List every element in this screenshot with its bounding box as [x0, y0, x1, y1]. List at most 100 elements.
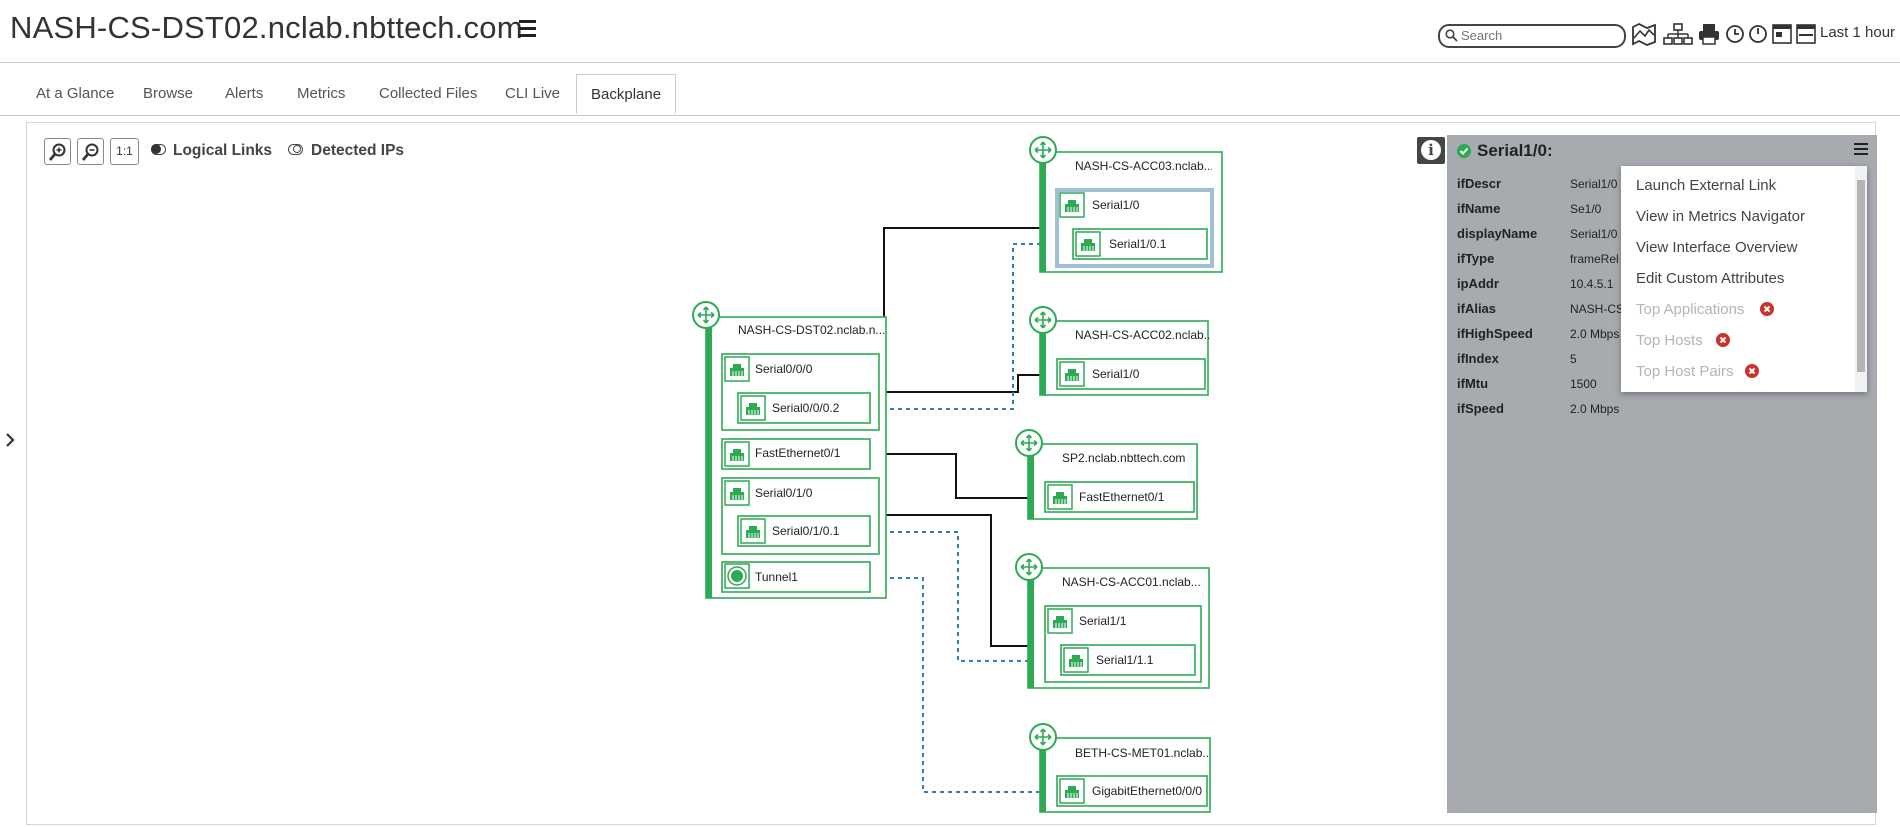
- port-icon[interactable]: [1047, 484, 1073, 510]
- port-icon[interactable]: [724, 356, 750, 382]
- interface-label[interactable]: Serial1/0.1: [1109, 237, 1167, 251]
- search-box[interactable]: [1438, 24, 1626, 48]
- menu-view-interface-overview[interactable]: View Interface Overview: [1636, 239, 1798, 256]
- tab-backplane[interactable]: Backplane: [576, 74, 677, 114]
- tab-browse[interactable]: Browse: [143, 85, 194, 102]
- header-menu-icon[interactable]: [519, 20, 536, 37]
- router-icon[interactable]: [1029, 306, 1057, 334]
- port-icon[interactable]: [740, 518, 766, 544]
- zoom-in-button[interactable]: [44, 138, 71, 165]
- timeline-icon[interactable]: [1795, 22, 1817, 46]
- device-name[interactable]: NASH-CS-ACC01.nclab....: [1062, 575, 1202, 589]
- logical-links-toggle[interactable]: [151, 144, 166, 155]
- router-icon[interactable]: [1015, 429, 1043, 457]
- details-menu-icon[interactable]: [1854, 143, 1868, 158]
- interface-label[interactable]: FastEthernet0/1: [1079, 490, 1165, 504]
- attr-key: ipAddr: [1457, 276, 1499, 291]
- interface-label[interactable]: Serial0/0/0: [755, 362, 813, 376]
- device-bar[interactable]: [1040, 158, 1046, 272]
- router-icon[interactable]: [1015, 553, 1043, 581]
- attr-key: displayName: [1457, 226, 1538, 241]
- print-icon[interactable]: [1698, 22, 1720, 46]
- interface-label[interactable]: Serial0/1/0: [755, 486, 813, 500]
- device-bar[interactable]: [1040, 744, 1046, 812]
- tab-metrics[interactable]: Metrics: [297, 85, 346, 102]
- router-icon[interactable]: [692, 301, 720, 329]
- port-icon[interactable]: [1063, 647, 1089, 673]
- port-icon[interactable]: [740, 395, 766, 421]
- attr-value: Se1/0: [1570, 202, 1602, 216]
- error-icon: [1760, 302, 1774, 316]
- interface-label[interactable]: GigabitEthernet0/0/0: [1092, 784, 1203, 798]
- tab-alerts[interactable]: Alerts: [225, 85, 264, 102]
- layout-icon[interactable]: [1771, 22, 1793, 46]
- link-solid[interactable]: [870, 227, 1054, 393]
- map-icon[interactable]: [1631, 22, 1657, 46]
- zoom-out-button[interactable]: [77, 138, 104, 165]
- tunnel-icon[interactable]: [724, 563, 750, 589]
- link-solid[interactable]: [869, 453, 1054, 499]
- info-icon[interactable]: i: [1417, 137, 1445, 164]
- device-name[interactable]: BETH-CS-MET01.nclab....: [1075, 746, 1210, 760]
- port-icon[interactable]: [1059, 361, 1085, 387]
- tab-at-a-glance[interactable]: At a Glance: [36, 85, 115, 102]
- port-icon[interactable]: [1059, 778, 1085, 804]
- attr-value: 10.4.5.1: [1570, 277, 1614, 291]
- search-input[interactable]: [1461, 27, 1611, 43]
- time-range[interactable]: Last 1 hour: [1820, 24, 1896, 41]
- port-icon[interactable]: [724, 441, 750, 467]
- device-bar[interactable]: [1040, 327, 1046, 395]
- topology-icon[interactable]: [1663, 22, 1693, 46]
- device-name[interactable]: NASH-CS-DST02.nclab.n...: [738, 323, 885, 337]
- interface-label[interactable]: Serial1/0: [1092, 367, 1140, 381]
- device-name[interactable]: NASH-CS-ACC02.nclab....: [1075, 328, 1210, 342]
- details-title: Serial1/0:: [1477, 141, 1553, 160]
- attr-key: ifName: [1457, 201, 1501, 216]
- page-title: NASH-CS-DST02.nclab.nbttech.com: [10, 10, 523, 45]
- device-bar[interactable]: [706, 323, 712, 598]
- menu-edit-custom-attributes[interactable]: Edit Custom Attributes: [1636, 270, 1785, 287]
- attr-value: 2.0 Mbps: [1570, 327, 1620, 341]
- header: NASH-CS-DST02.nclab.nbttech.com Last 1 h…: [0, 0, 1900, 63]
- chevron-right-icon[interactable]: [4, 430, 16, 450]
- device-bar[interactable]: [1028, 574, 1034, 688]
- link-solid[interactable]: [870, 374, 1067, 393]
- tab-cli-live[interactable]: CLI Live: [505, 85, 561, 102]
- history-icon[interactable]: [1747, 22, 1769, 46]
- interface-label[interactable]: Serial1/1: [1079, 614, 1127, 628]
- port-icon[interactable]: [1075, 231, 1101, 257]
- port-icon[interactable]: [1047, 608, 1073, 634]
- logical-links-label[interactable]: Logical Links: [173, 142, 273, 159]
- router-icon[interactable]: [1029, 136, 1057, 164]
- menu-view-metrics-navigator[interactable]: View in Metrics Navigator: [1636, 208, 1805, 225]
- clock-icon[interactable]: [1724, 22, 1746, 46]
- actual-size-button[interactable]: 1:1: [110, 138, 139, 165]
- link-dashed[interactable]: [874, 531, 1062, 662]
- device-name[interactable]: SP2.nclab.nbttech.com: [1062, 451, 1186, 465]
- interface-label[interactable]: Serial1/1.1: [1096, 653, 1154, 667]
- interface-label[interactable]: Serial0/0/0.2: [772, 401, 840, 415]
- menu-scrollbar[interactable]: [1855, 166, 1867, 392]
- detected-ips-label[interactable]: Detected IPs: [311, 142, 405, 159]
- link-solid[interactable]: [874, 514, 1053, 647]
- link-dashed[interactable]: [874, 577, 1056, 793]
- menu-launch-external-link[interactable]: Launch External Link: [1636, 177, 1777, 194]
- attr-key: ifMtu: [1457, 376, 1489, 391]
- attr-value: 5: [1570, 352, 1577, 366]
- tab-collected-files[interactable]: Collected Files: [379, 85, 478, 102]
- interface-label[interactable]: Serial1/0: [1092, 198, 1140, 212]
- device-name[interactable]: NASH-CS-ACC03.nclab....: [1075, 159, 1212, 173]
- port-icon[interactable]: [724, 480, 750, 506]
- detected-ips-toggle[interactable]: [288, 144, 303, 155]
- attr-key: ifSpeed: [1457, 401, 1504, 416]
- interface-label[interactable]: Serial0/1/0.1: [772, 524, 840, 538]
- router-icon[interactable]: [1029, 723, 1057, 751]
- interface-label[interactable]: Tunnel1: [755, 570, 798, 584]
- port-icon[interactable]: [1059, 192, 1085, 218]
- device-bar[interactable]: [1028, 450, 1034, 519]
- attr-value: Serial1/0: [1570, 177, 1618, 191]
- interface-label[interactable]: FastEthernet0/1: [755, 446, 841, 460]
- context-menu: [1621, 166, 1867, 392]
- attr-key: ifHighSpeed: [1457, 326, 1533, 341]
